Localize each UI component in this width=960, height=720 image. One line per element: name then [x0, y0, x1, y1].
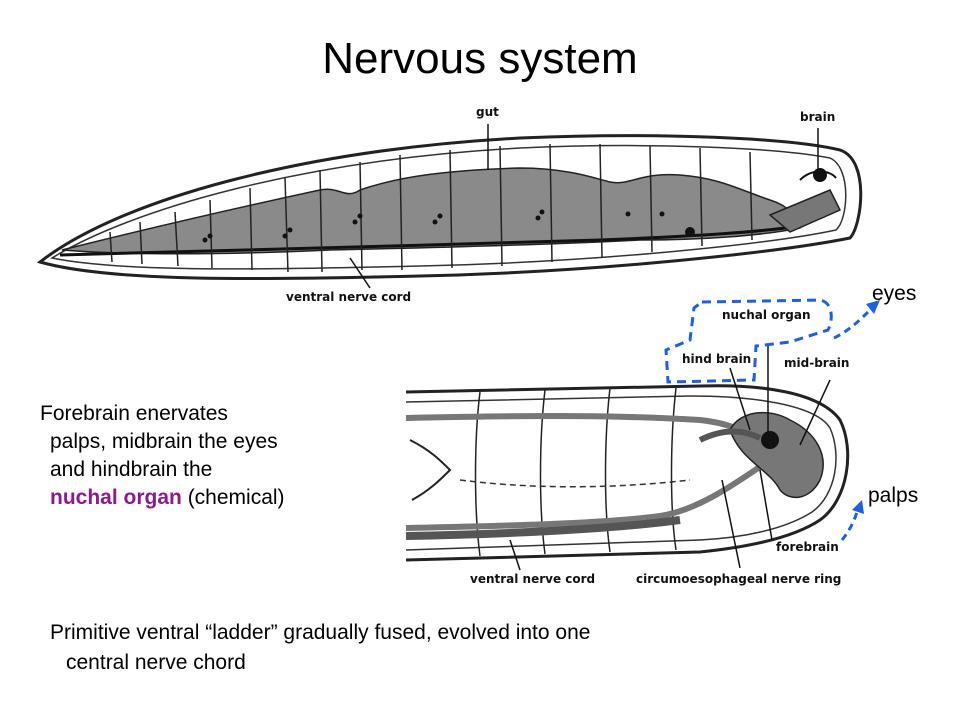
hindbrain-nuchal-dashed-outline: [664, 298, 833, 384]
explanation-line-3: and hindbrain the: [50, 458, 213, 481]
ladder-explanation: Primitive ventral “ladder” gradually fus…: [50, 618, 590, 678]
explanation-line-2: palps, midbrain the eyes: [50, 430, 278, 453]
label-circumoesophageal: circumoesophageal nerve ring: [636, 572, 842, 586]
arrow-to-eyes: [833, 306, 874, 340]
label-gut: gut: [476, 105, 499, 119]
gut-shape: [61, 167, 801, 255]
label-mid-brain: mid-brain: [784, 356, 850, 370]
ventral-nerve-cord-line: [59, 224, 801, 257]
annotation-palps: palps: [868, 484, 919, 507]
annotation-eyes: eyes: [872, 282, 917, 305]
arrow-to-palps: [840, 507, 860, 541]
ladder-line-1: Primitive ventral “ladder” gradually fus…: [50, 621, 591, 644]
label-ventral-nerve-cord-bottom: ventral nerve cord: [470, 572, 596, 586]
page-title: Nervous system: [322, 34, 638, 83]
explanation-line-4: nuchal organ (chemical): [40, 484, 285, 512]
ladder-line-2: central nerve chord: [66, 651, 246, 674]
forebrain-explanation: Forebrain enervates palps, midbrain the …: [40, 400, 285, 512]
explanation-line-4-rest: (chemical): [181, 486, 285, 509]
label-nuchal-organ: nuchal organ: [722, 308, 811, 322]
label-hind-brain: hind brain: [682, 352, 752, 366]
label-forebrain: forebrain: [776, 540, 839, 554]
label-brain: brain: [800, 110, 836, 124]
label-ventral-nerve-cord-top: ventral nerve cord: [286, 290, 412, 304]
explanation-line-1: Forebrain enervates: [40, 402, 228, 425]
nuchal-organ-highlight: nuchal organ: [50, 486, 182, 509]
